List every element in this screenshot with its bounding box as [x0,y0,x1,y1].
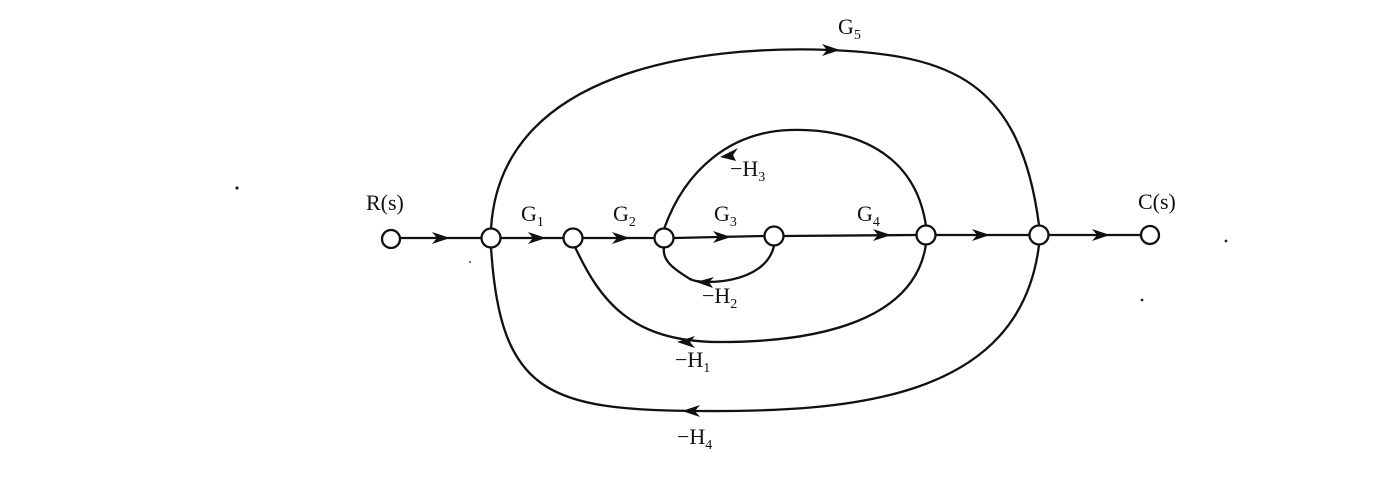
arrow-g4 [873,229,891,241]
speck-dot [469,261,471,263]
branch-h2 [662,244,776,284]
node-5 [915,224,937,246]
branch-g5 [489,48,1041,231]
branch-h3 [662,128,928,231]
arrow-g3 [713,231,731,243]
arrow-h3 [720,148,738,161]
node-3 [653,227,675,249]
arrow-g5 [822,44,840,56]
output-label: C(s) [1138,189,1176,214]
node-4 [763,225,785,247]
gain-g1: G1 [521,201,544,230]
arrow-h1 [677,336,695,348]
branch-h4 [489,243,1041,413]
arrow-unity [972,229,990,241]
speck-dot [235,186,239,190]
node-output [1139,224,1161,246]
arrow-input [432,232,450,244]
arrow-h4 [682,405,700,417]
gain-g3: G3 [714,201,737,230]
arrow-h2 [696,277,714,288]
gain-h2: −H2 [702,283,737,312]
branch-h1 [573,242,928,344]
node-1 [480,227,502,249]
node-input [380,228,402,250]
gain-h1: −H1 [675,347,710,376]
gain-h4: −H4 [677,424,712,453]
node-6 [1028,224,1050,246]
speck-dot [1224,239,1228,243]
speck-dot [1140,298,1144,302]
arrow-g2 [612,232,630,244]
input-label: R(s) [366,190,404,215]
gain-g5: G5 [838,14,861,43]
node-2 [562,227,584,249]
arrow-g1 [528,232,546,244]
gain-g2: G2 [613,201,636,230]
gain-g4: G4 [857,201,880,230]
arrow-output [1092,229,1110,241]
branch-g4 [782,233,918,238]
gain-h3: −H3 [730,156,765,185]
